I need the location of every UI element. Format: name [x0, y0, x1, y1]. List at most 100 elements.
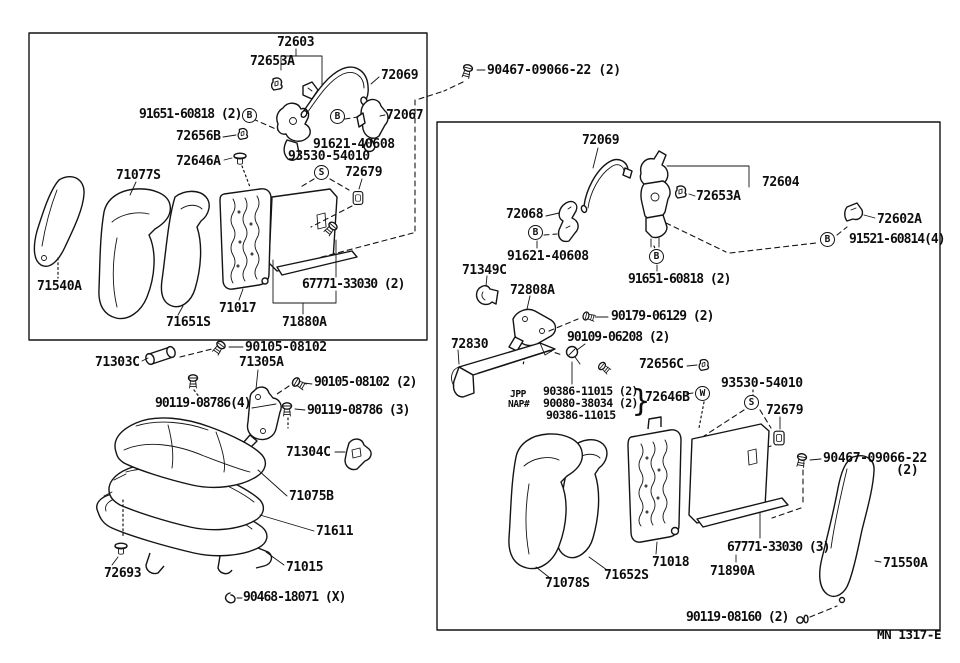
label-72646a: 72646A [176, 154, 221, 169]
armrest-71540a [33, 176, 85, 279]
label-72653a-right: 72653A [696, 189, 741, 204]
label-71018: 71018 [652, 555, 690, 570]
label-jpp: JPP [510, 389, 526, 400]
label-72069-left: 72069 [381, 68, 419, 83]
seat-cushion-71075b [114, 417, 288, 497]
marker-s-93530-right: S [744, 395, 759, 410]
label-72602a: 72602A [877, 212, 922, 227]
screw-90119-3 [281, 402, 306, 429]
label-91651-60818-right: 91651-60818 (2) [628, 272, 731, 287]
label-72646b: 72646B [645, 390, 690, 405]
label-90109-06208: 90109-06208 (2) [567, 330, 670, 345]
label-71349c: 71349C [462, 263, 507, 278]
label-71304c: 71304C [286, 445, 331, 460]
label-72067: 72067 [386, 108, 424, 123]
label-90386-11015-2: 90386-11015 (2) [543, 384, 638, 398]
screw-90105-2 [276, 375, 313, 395]
label-72068: 72068 [506, 207, 544, 222]
seatback-cushion-71077s [98, 181, 172, 320]
label-71890a: 71890A [710, 564, 755, 579]
label-67771-33030-left: 67771-33030 (2) [302, 277, 405, 292]
nut-90119-08160 [796, 605, 838, 624]
label-71550a: 71550A [883, 556, 928, 571]
label-71305a: 71305A [239, 355, 284, 370]
clip-71349c [475, 275, 499, 306]
label-72693: 72693 [104, 566, 142, 581]
hog-ring-90468 [224, 592, 243, 604]
label-72604: 72604 [762, 175, 800, 190]
label-93530-54010-right: 93530-54010 [721, 376, 803, 391]
hinge-71303c [141, 345, 213, 366]
marker-s-93530-left: S [314, 165, 329, 180]
backboard-71890a [688, 423, 789, 528]
label-72830: 72830 [451, 337, 489, 352]
seatback-frame-71017 [219, 188, 272, 301]
label-90467-09066-22-top: 90467-09066-22 (2) [487, 63, 621, 78]
label-71017: 71017 [219, 301, 257, 316]
left-fasteners [222, 127, 364, 205]
label-71075b: 71075B [289, 489, 334, 504]
clip-71304c [334, 438, 372, 471]
striker-72068 [536, 200, 658, 272]
diagram-code: MN 1317-E [877, 627, 942, 642]
label-67771-33030-right: 67771-33030 (3) [727, 540, 830, 555]
label-90105-08102: 90105-08102 [245, 340, 327, 355]
label-71880a: 71880A [282, 315, 327, 330]
label-brace: } [632, 384, 651, 419]
label-72679-right: 72679 [766, 403, 804, 418]
seatback-pad-71651s [160, 190, 210, 316]
hinge-bracket-71305a [242, 369, 282, 450]
marker-w-72646b: W [695, 386, 710, 401]
seatback-frame-71018 [627, 416, 682, 555]
label-71652s: 71652S [604, 568, 649, 583]
armrest-71550a [819, 455, 882, 604]
seat-lock-right [639, 150, 750, 248]
label-72656c: 72656C [639, 357, 684, 372]
label-72069-right: 72069 [582, 133, 620, 148]
screw-90105-top [210, 339, 244, 357]
label-90467-qty: (2) [896, 463, 919, 478]
label-71540a: 71540A [37, 279, 82, 294]
label-71651s: 71651S [166, 315, 211, 330]
marker-b-91651-right: B [649, 249, 664, 264]
label-90119-08160: 90119-08160 (2) [686, 610, 789, 625]
label-91521-60814: 91521-60814(4) [849, 232, 946, 247]
label-71611: 71611 [316, 524, 354, 539]
label-90467-09066-22-right: 90467-09066-22 [823, 451, 927, 466]
label-90105-08102-2: 90105-08102 (2) [314, 375, 417, 390]
label-nap: NAP# [508, 399, 530, 410]
bolster-pad-72830 [451, 342, 556, 398]
clip-72693 [111, 499, 128, 566]
screw-90119-4 [187, 374, 201, 399]
label-72603: 72603 [277, 35, 315, 50]
label-91651-60818-left: 91651-60818 (2) [139, 107, 242, 122]
marker-b-91521: B [820, 232, 835, 247]
label-90080-38034: 90080-38034 (2) [543, 396, 638, 410]
label-90386-11015: 90386-11015 [546, 408, 616, 422]
label-71077s: 71077S [116, 168, 161, 183]
label-71303c: 71303C [95, 355, 140, 370]
label-90468-18071: 90468-18071 (X) [243, 590, 346, 605]
release-cable-72069-left [300, 66, 380, 118]
left-leader-dashes [252, 81, 464, 259]
seatback-cushion-71078s [508, 433, 584, 579]
label-72653a-left: 72653A [250, 54, 295, 69]
right-section-border [436, 121, 941, 631]
label-90119-08786-4: 90119-08786(4) [155, 396, 252, 411]
label-93530-54010-left: 93530-54010 [288, 149, 370, 164]
clip-72602a [665, 202, 876, 254]
hinge-72808a [508, 295, 613, 385]
label-72656b: 72656B [176, 129, 221, 144]
label-91621-40608-left: 91621-40608 [313, 137, 395, 152]
seat-lock-72067 [356, 98, 389, 153]
label-71015: 71015 [286, 560, 324, 575]
label-72808a: 72808A [510, 283, 555, 298]
left-section-border [28, 32, 428, 341]
top-screw-90467 [460, 63, 486, 80]
marker-b-91621-right: B [528, 225, 543, 240]
label-91621-40608-right: 91621-40608 [507, 249, 589, 264]
release-cable-72069-right [580, 147, 633, 214]
